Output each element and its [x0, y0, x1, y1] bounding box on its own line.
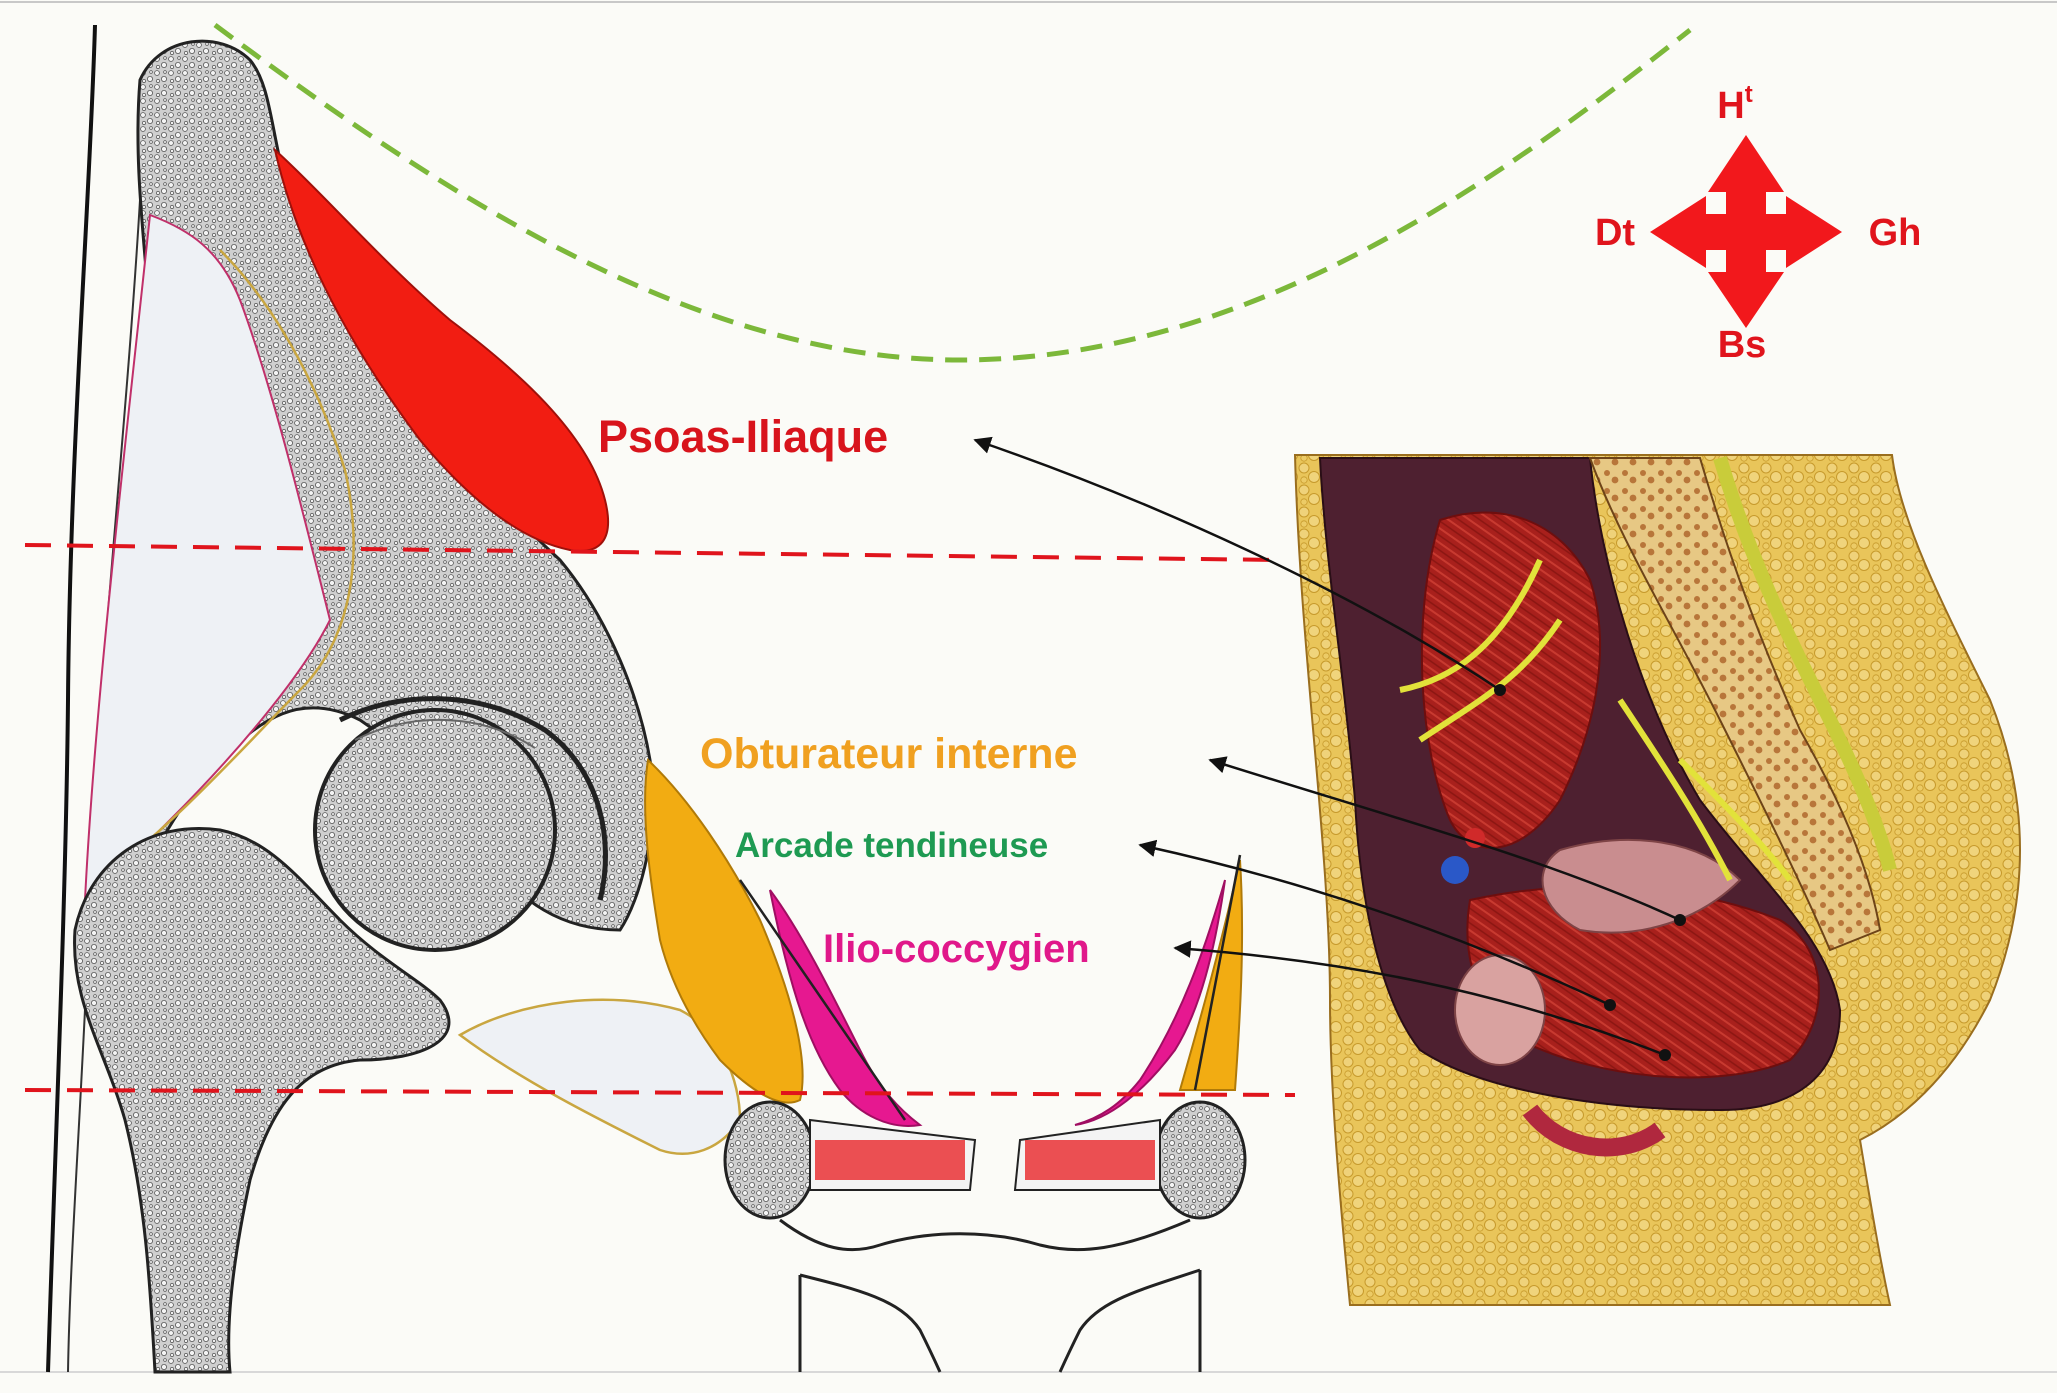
perineal-red-left	[815, 1140, 965, 1180]
scrotum-outline	[799, 1268, 1201, 1373]
obturator-muscle	[644, 757, 804, 1104]
compass-left-label: Dt	[1595, 212, 1635, 254]
arrow-obturateur	[1208, 756, 1681, 922]
obturator-muscle-right	[1178, 859, 1244, 1091]
perineum-outline	[779, 1218, 1191, 1252]
nerve-2	[1617, 698, 1793, 882]
compass-top-label: Ht	[1717, 81, 1752, 127]
iliococcygeus-left	[769, 889, 923, 1127]
acetabulum-inner	[354, 718, 536, 749]
arrow-dot-arcade	[1604, 999, 1616, 1011]
acetabulum	[338, 696, 608, 901]
arrow-dot-ilio	[1659, 1049, 1671, 1061]
label-obturateur-interne: Obturateur interne	[700, 730, 1078, 778]
gluteal-yellow-outline	[99, 249, 355, 881]
arrow-ilio	[1173, 940, 1666, 1057]
anus	[1522, 1104, 1666, 1157]
label-ilio-coccygien: Ilio-coccygien	[823, 927, 1090, 971]
spine	[1588, 457, 1882, 952]
gluteal-area	[83, 213, 332, 902]
ischium-right	[1153, 1100, 1247, 1220]
perineal-red-right	[1025, 1140, 1155, 1180]
spinal-canal	[1713, 456, 1897, 872]
arrow-dot-obturateur	[1674, 914, 1686, 926]
label-psoas-iliaque: Psoas-Iliaque	[598, 411, 888, 462]
iliococcygeus-right	[1074, 879, 1226, 1126]
vessel-blue	[1441, 856, 1469, 884]
compass-cross	[1650, 135, 1842, 328]
femur	[73, 827, 451, 1374]
green-dashed-curve	[213, 22, 1692, 363]
arrow-dot-psoas	[1494, 684, 1506, 696]
red-dashed-line-bottom	[24, 1088, 1296, 1097]
compass-bottom-label: Bs	[1718, 324, 1767, 366]
arrow-psoas	[973, 436, 1501, 692]
femoral-head	[313, 708, 557, 952]
bladder	[1454, 954, 1546, 1066]
pelvic-wall-left	[738, 879, 907, 1121]
arrow-arcade	[1138, 839, 1611, 1007]
compass-right-label: Gh	[1869, 212, 1922, 254]
label-arcade-tendineuse: Arcade tendineuse	[735, 826, 1048, 865]
pelvic-wall-right	[1193, 854, 1242, 1091]
sagittal-illustration	[1293, 454, 2021, 1306]
orientation-compass: Ht Bs Dt Gh	[1595, 81, 1921, 366]
ischium-left	[723, 1100, 817, 1220]
psoas-muscle	[273, 147, 610, 552]
skin-outline	[46, 24, 97, 1373]
